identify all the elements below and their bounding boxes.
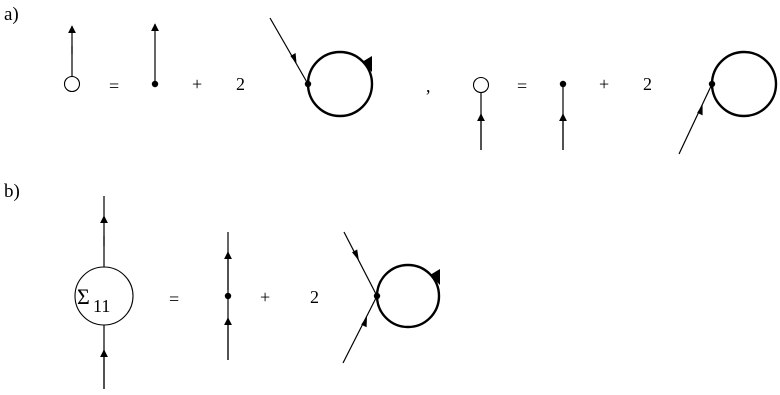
tadpole-loop-2	[678, 50, 778, 155]
panel-a: a) = + 2	[4, 4, 778, 155]
lhs-open-vertex-outgoing	[63, 25, 81, 93]
separator-comma: ,	[426, 76, 431, 96]
tadpole-loop-circle	[306, 50, 374, 118]
tadpole-loop-two-legs	[342, 231, 441, 364]
bare-vertex-incoming	[559, 80, 567, 150]
tadpole-leg	[678, 83, 713, 155]
equals-sign: =	[517, 76, 527, 96]
bare-vertex-dot	[559, 80, 567, 88]
equation-2: = + 2	[472, 50, 778, 155]
self-energy-blob: Σ 11	[74, 196, 134, 389]
open-vertex-circle	[63, 75, 81, 93]
tadpole-leg	[269, 17, 309, 85]
sigma-symbol: Σ	[77, 284, 90, 309]
equals-sign: =	[109, 76, 119, 96]
upper-external-leg	[343, 231, 378, 297]
upper-leg-arrow	[352, 249, 359, 261]
loop-direction-arrow	[430, 269, 440, 285]
loop-vertex-dot	[304, 80, 312, 88]
tadpole-loop-circle	[710, 50, 778, 118]
equals-sign: =	[169, 289, 179, 309]
coefficient-2: 2	[236, 74, 245, 94]
coefficient-2: 2	[643, 74, 652, 94]
tadpole-loop-circle	[375, 263, 441, 329]
plus-sign: +	[260, 287, 270, 307]
coefficient-2: 2	[310, 287, 319, 307]
sigma-subscript: 11	[93, 296, 110, 316]
lower-leg-arrow	[361, 316, 367, 328]
bare-vertex-dot	[224, 292, 232, 300]
tadpole-leg-arrow	[290, 53, 297, 65]
bare-two-point-vertex	[224, 232, 232, 360]
panel-a-label: a)	[4, 4, 19, 25]
tadpole-loop-1	[269, 17, 374, 118]
tadpole-leg-arrow	[697, 104, 703, 116]
plus-sign: +	[192, 74, 202, 94]
panel-b-label: b)	[4, 181, 20, 202]
equation-1: = + 2	[63, 17, 374, 118]
lower-external-leg	[342, 295, 378, 364]
loop-vertex-dot	[373, 292, 381, 300]
bare-vertex-outgoing	[151, 23, 159, 88]
loop-vertex-dot	[708, 80, 716, 88]
plus-sign: +	[599, 74, 609, 94]
open-vertex-circle	[472, 76, 490, 94]
loop-direction-arrow	[362, 56, 372, 72]
self-energy-circle	[74, 266, 134, 326]
lhs-open-vertex-incoming	[472, 76, 490, 150]
panel-b: b) Σ 11 = + 2	[4, 181, 441, 389]
bare-vertex-dot	[151, 80, 159, 88]
